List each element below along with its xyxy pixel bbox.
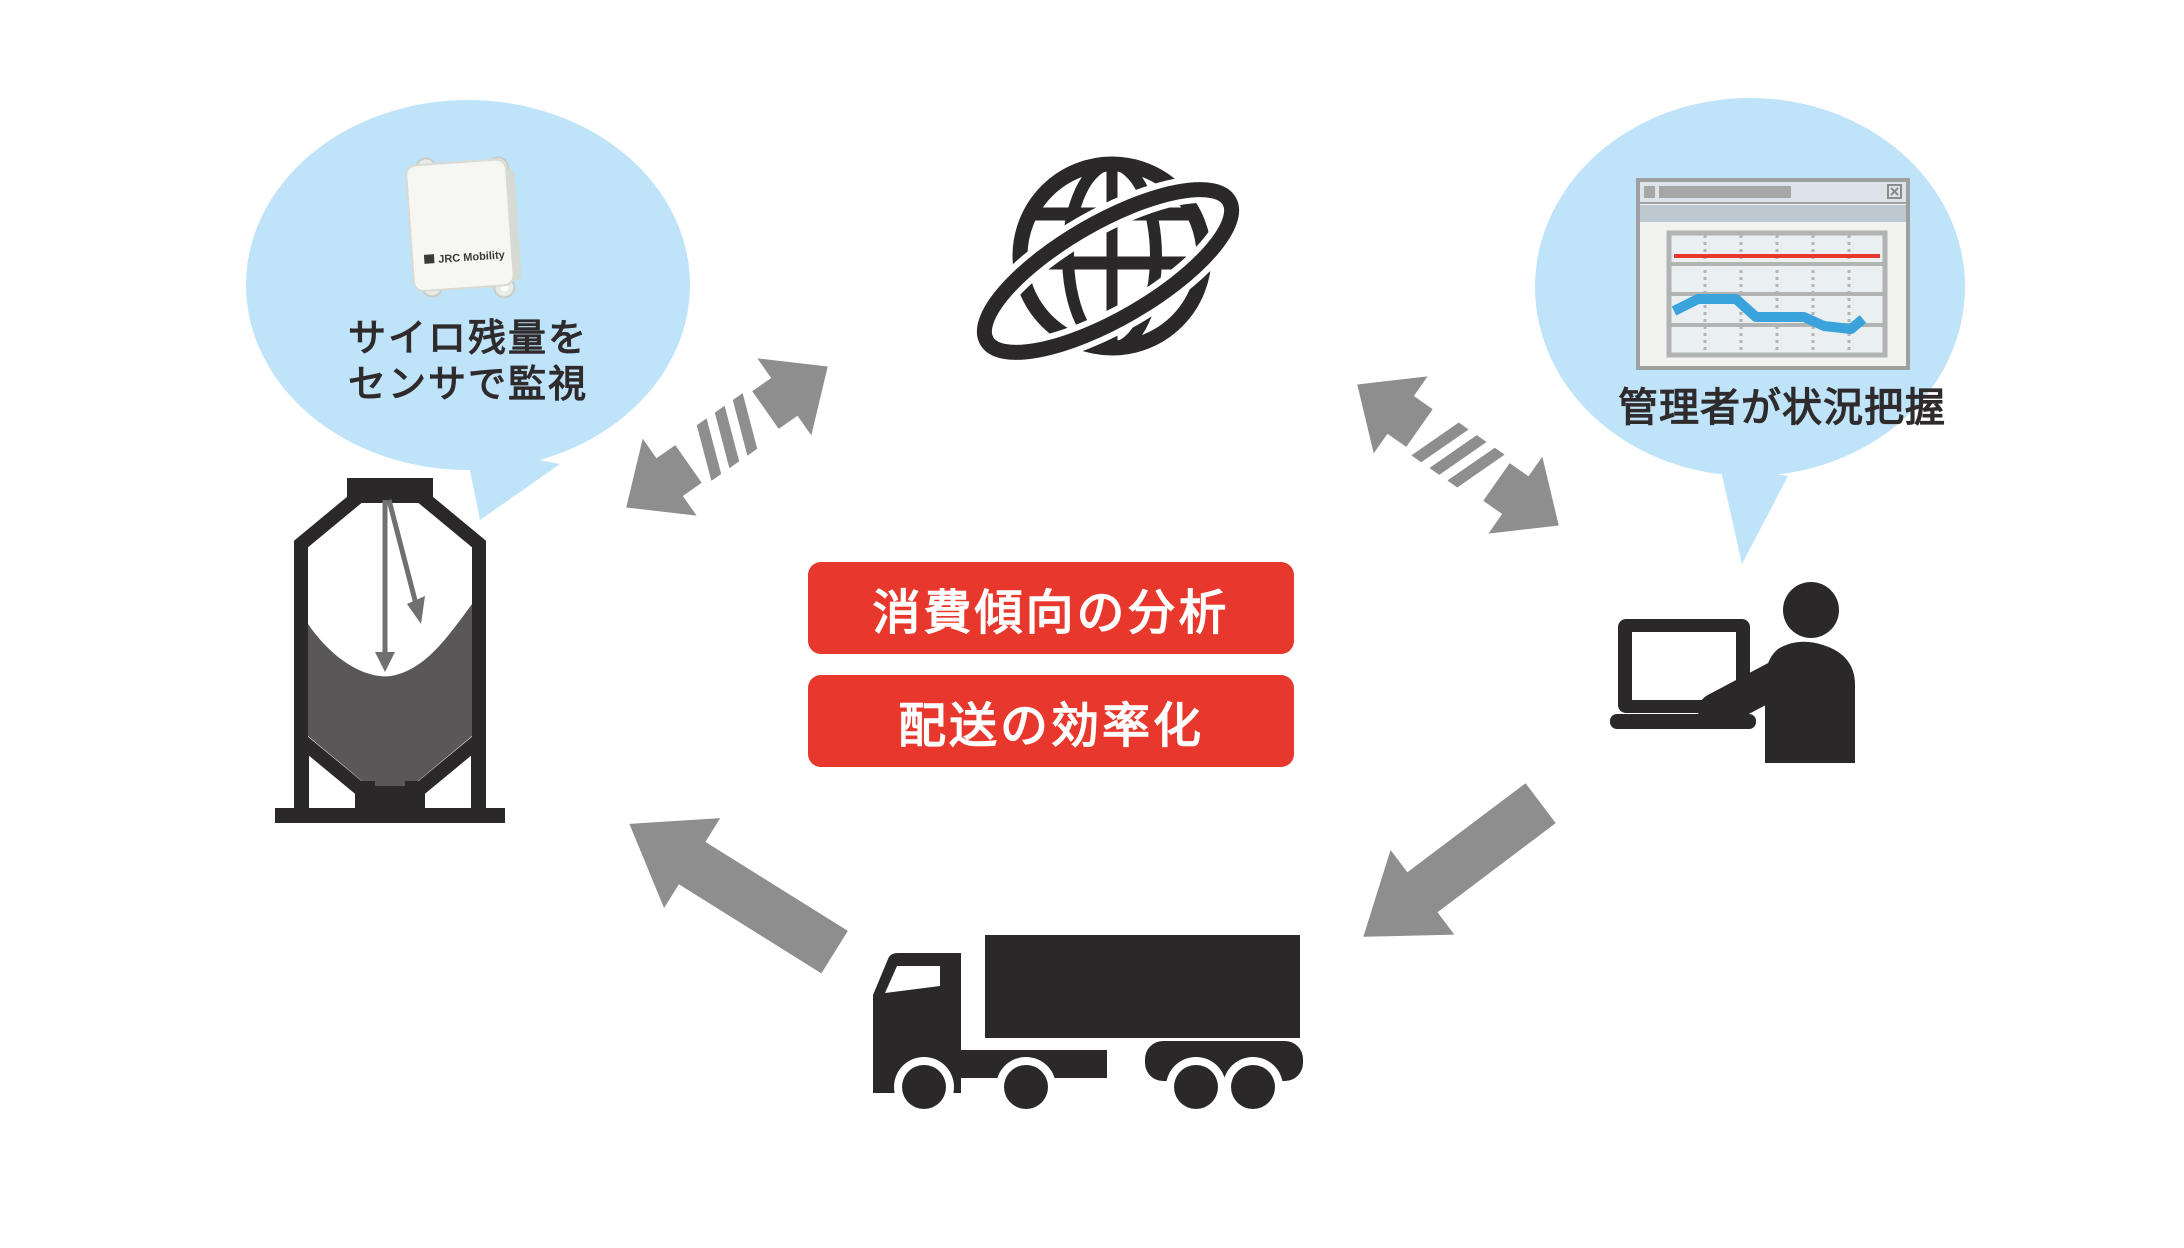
trend-chart [1666,230,1888,358]
manager-to-truck-arrow [1363,783,1556,937]
manager-bubble-tail [1720,466,1788,564]
delivery-truck-icon [873,935,1303,1117]
delivery-efficiency-banner-label: 配送の効率化 [897,700,1204,753]
manager-head [1783,582,1839,638]
truck-to-silo-arrow [629,818,848,974]
browser-toolbar [1640,205,1906,222]
analysis-banner: 消費傾向の分析 [808,562,1294,654]
silo-monitor-bubble-tail [465,446,560,520]
sensor-beam-arrows [375,499,425,672]
globe-manager-exchange-arrow [1357,376,1559,534]
silo-globe-exchange-arrow [626,358,828,516]
browser-address-bar [1659,186,1791,198]
silo-monitor-caption-line2: センサで監視 [347,364,588,406]
manager-torso [1765,641,1855,763]
silo-monitor-caption: サイロ残量を センサで監視 [246,316,690,408]
orbit-ring [970,176,1246,366]
silo-monitor-caption-line1: サイロ残量を [347,318,588,360]
analysis-banner-label: 消費傾向の分析 [872,587,1230,640]
iot-sensor-device-icon: JRC Mobility [405,156,522,299]
truck-window [885,966,940,993]
internet-globe-icon [970,156,1246,366]
manager-with-laptop-icon [1610,582,1855,763]
manager-caption: 管理者が状況把握 [1618,386,1946,430]
silo-icon [275,478,505,823]
truck-wheels [902,1065,1275,1109]
chart-trend-line-blue [1671,294,1867,334]
sensor-brand-label: JRC Mobility [438,249,506,266]
browser-window-mockup [1636,178,1910,370]
silo-material-level [308,604,472,781]
delivery-efficiency-banner: 配送の効率化 [808,675,1294,767]
browser-close-icon [1887,184,1902,199]
truck-trailer [985,935,1300,1038]
